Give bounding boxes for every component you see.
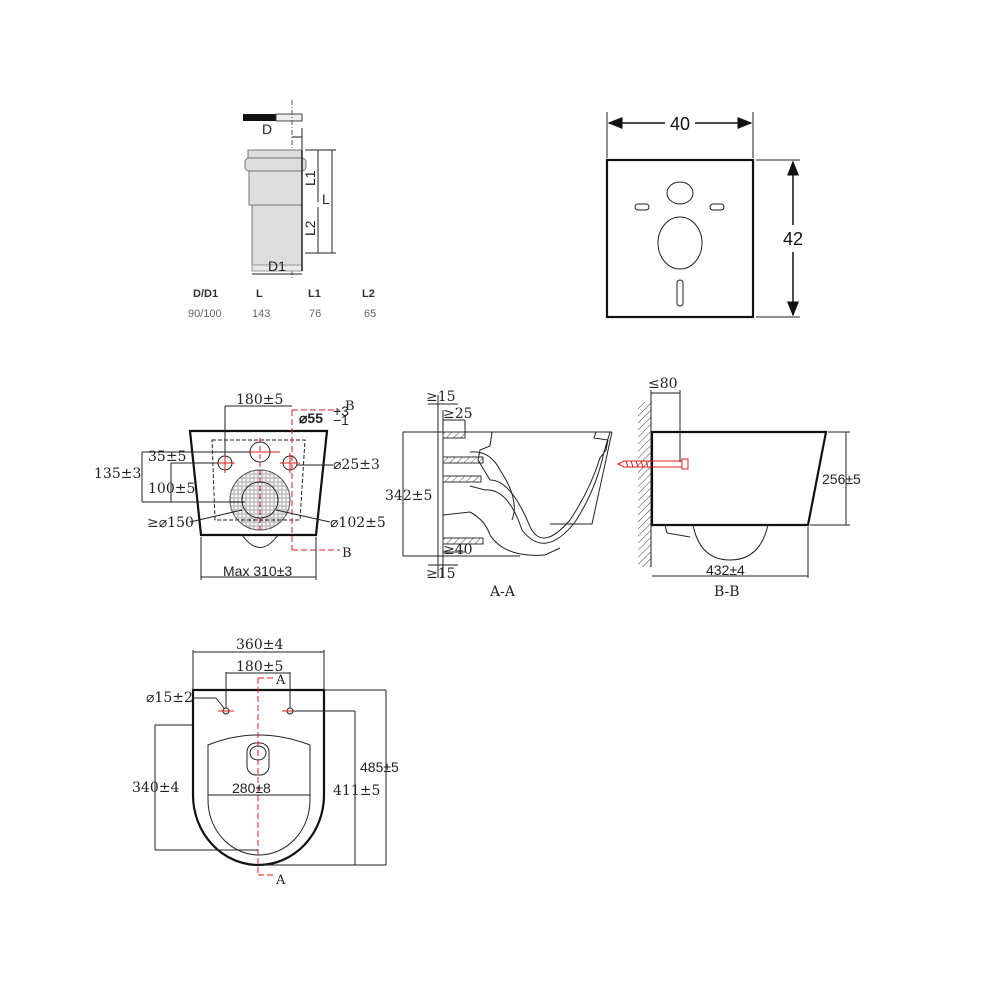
dim-ge25: ≥25 (443, 406, 473, 422)
pipe-spec-table: D/D1 L L1 L2 90/100 143 76 65 (188, 288, 376, 320)
frame-height-label: 42 (783, 229, 803, 249)
dim-d15: ⌀15±2 (146, 690, 193, 706)
section-b-b: ≤80 256±5 432±4 B-B (616, 376, 861, 600)
table-cell: 143 (252, 308, 270, 320)
dim-340: 340±4 (132, 780, 179, 796)
section-caption-bb: B-B (714, 584, 740, 600)
dim-d55-lower-tol: −1 (333, 412, 349, 428)
dim-d55: ⌀55 (299, 410, 323, 426)
frame-width-label: 40 (670, 114, 690, 134)
dim-256: 256±5 (822, 471, 861, 487)
dim-le80: ≤80 (648, 376, 678, 392)
table-cell: 76 (309, 308, 321, 320)
dim-180: 180±5 (236, 392, 283, 408)
dim-342: 342±5 (385, 488, 432, 504)
pipe-label-d1: D1 (268, 258, 286, 274)
mounting-frame: 40 42 (605, 112, 803, 319)
screw-icon (616, 458, 689, 470)
dim-180-top: 180±5 (236, 659, 283, 675)
section-caption-aa: A-A (489, 584, 516, 600)
pipe-drawing: D D1 L1 L L2 (243, 100, 336, 278)
dim-432: 432±4 (706, 562, 745, 578)
front-view: 180±5 ⌀55 +3 −1 B B 35±5 135±3 100±5 ⌀25… (94, 392, 386, 580)
table-header: L2 (362, 288, 375, 300)
dim-d25: ⌀25±3 (333, 457, 380, 473)
dim-max-310: Max 310±3 (223, 563, 292, 579)
dim-d55-upper-tol: +3 (333, 403, 349, 419)
top-view: A A 360±4 180±5 ⌀15±2 340±4 280±8 411±5 … (132, 637, 399, 888)
dim-d102: ⌀102±5 (330, 515, 386, 531)
dim-485: 485±5 (360, 759, 399, 775)
dim-100: 100±5 (148, 481, 195, 497)
table-header: L1 (308, 288, 321, 300)
dim-360: 360±4 (236, 637, 283, 653)
dim-ge15-bottom: ≥15 (426, 566, 456, 582)
dim-411: 411±5 (333, 783, 380, 799)
table-header: D/D1 (193, 288, 218, 300)
dim-ge40: ≥40 (443, 542, 473, 558)
table-cell: 90/100 (188, 308, 222, 320)
pipe-label-l: L (322, 191, 330, 207)
dim-280: 280±8 (232, 780, 271, 796)
table-cell: 65 (364, 308, 376, 320)
section-mark-a: A (275, 673, 286, 688)
pipe-label-l2: L2 (302, 220, 318, 236)
dim-135: 135±3 (94, 466, 141, 482)
pipe-label-d: D (262, 121, 272, 137)
section-mark-a: A (275, 873, 286, 888)
section-mark-b: B (342, 546, 352, 561)
section-a-a: ≥15 ≥25 342±5 ≥40 ≥15 A-A (385, 389, 613, 600)
table-header: L (256, 288, 263, 300)
pipe-label-l1: L1 (302, 170, 318, 186)
dim-35: 35±5 (148, 449, 186, 465)
dim-ge15-top: ≥15 (426, 389, 456, 405)
dim-d150: ≥⌀150 (147, 515, 194, 531)
section-mark-b: B (345, 399, 355, 414)
